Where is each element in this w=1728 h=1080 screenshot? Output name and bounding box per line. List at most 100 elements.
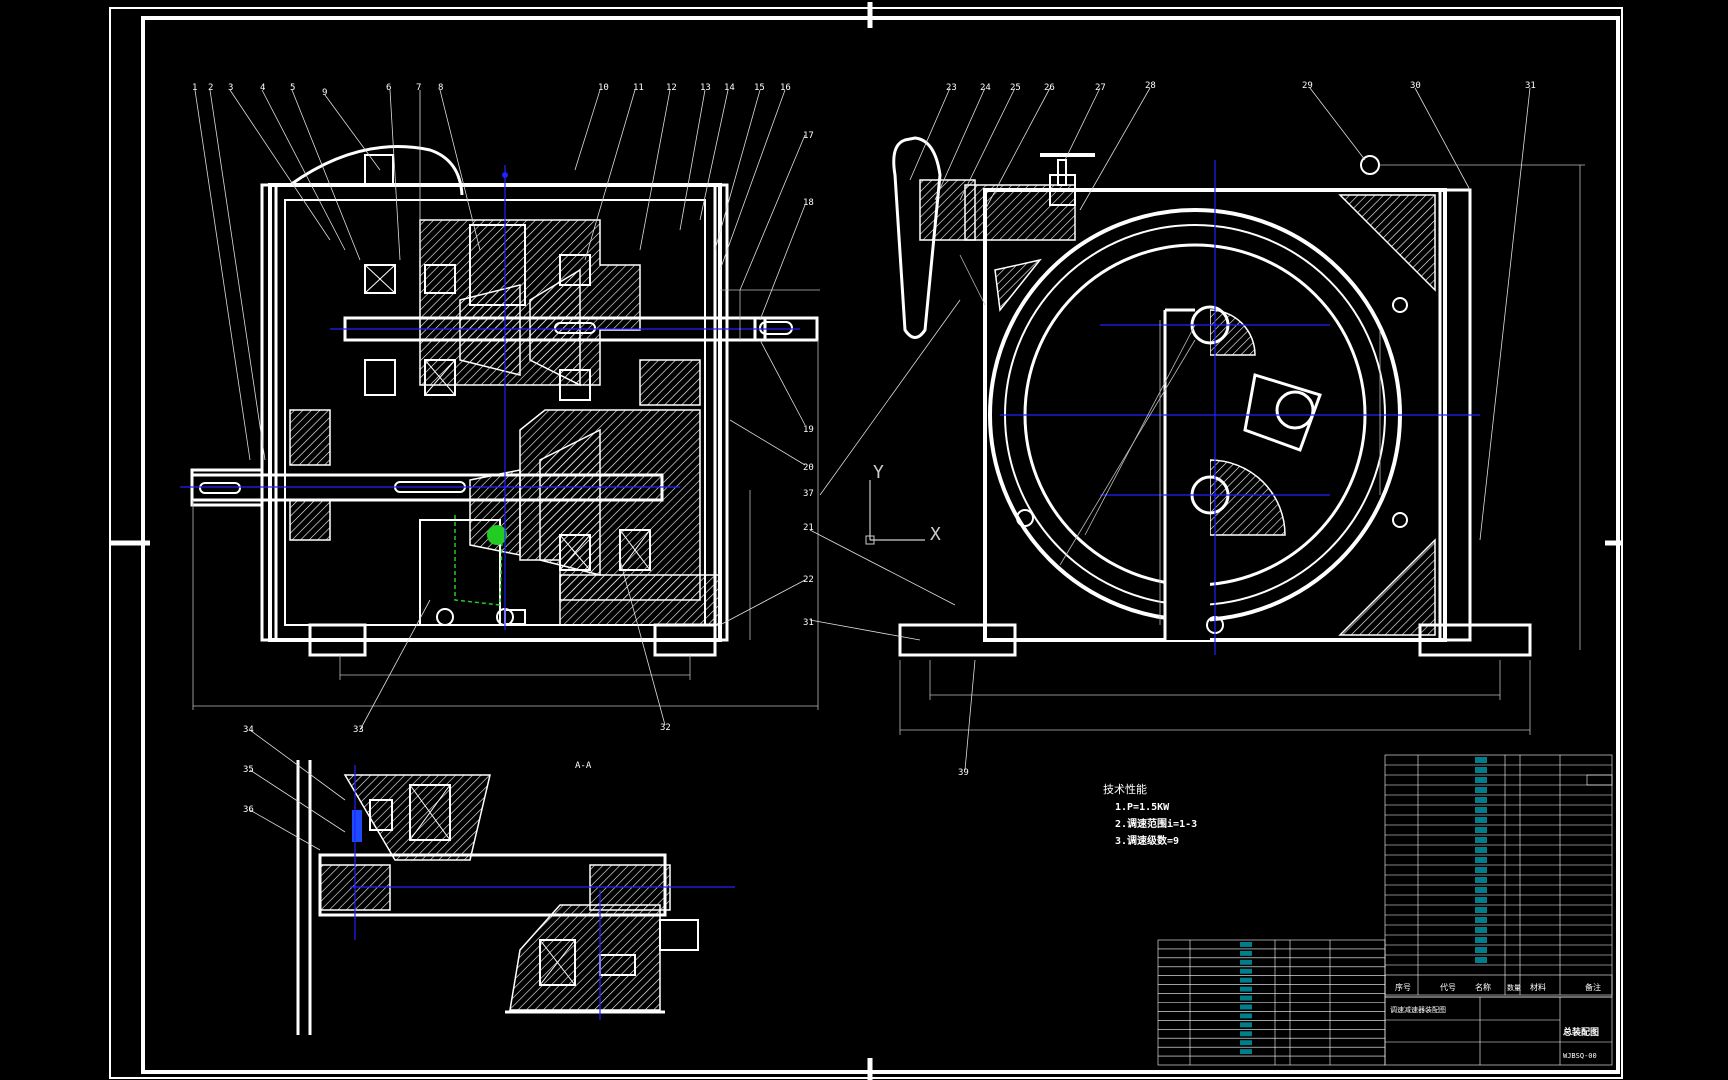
- drawing-border: [109, 2, 1623, 1080]
- tech-title: 技术性能: [1103, 782, 1147, 796]
- tech-line: 1.P=1.5KW: [1115, 802, 1170, 813]
- part-num: 26: [1044, 83, 1055, 93]
- part-num: 36: [243, 805, 254, 815]
- part-numbers-left: 1 2 3 4 5 6 7 8 9 10 11 12 13 14 15 16 1…: [192, 83, 814, 735]
- part-num: 12: [666, 83, 677, 93]
- bom-cell-mark: [1240, 977, 1252, 983]
- bom-cell-mark: [1240, 995, 1252, 1001]
- ucs-y-label: Y: [873, 462, 884, 483]
- bom-cell-mark: [1475, 837, 1487, 843]
- part-num: 28: [1145, 81, 1156, 91]
- ucs-x-label: X: [930, 524, 941, 545]
- part-num: 32: [660, 723, 671, 733]
- part-num: 6: [386, 83, 391, 93]
- part-num: 9: [322, 88, 327, 98]
- part-num: 4: [260, 83, 265, 93]
- bom-cell-mark: [1475, 817, 1487, 823]
- part-num: 8: [438, 83, 443, 93]
- bom-cell-mark: [1240, 959, 1252, 965]
- part-num: 17: [803, 131, 814, 141]
- section-aa-view: A-A 34 35 36: [243, 725, 735, 1035]
- part-num: 5: [290, 83, 295, 93]
- part-num: 15: [754, 83, 765, 93]
- part-num: 35: [243, 765, 254, 775]
- bom-cell-mark: [1475, 767, 1487, 773]
- bom-header: 备注: [1585, 982, 1601, 992]
- part-num: 33: [353, 725, 364, 735]
- bom-cell-mark: [1475, 897, 1487, 903]
- part-num: 31: [803, 618, 814, 628]
- bom-cell-mark: [1475, 877, 1487, 883]
- bom-table: 序号 代号 名称 数量 材料 备注 调速减速器装配图 总装配图 WJBSQ-00: [1157, 754, 1613, 1066]
- title-code: WJBSQ-00: [1563, 1052, 1597, 1060]
- part-num: 31: [1525, 81, 1536, 91]
- part-num: 23: [946, 83, 957, 93]
- section-label: A-A: [575, 761, 592, 771]
- part-num: 39: [958, 768, 969, 778]
- bom-cell-mark: [1475, 757, 1487, 763]
- bom-cell-mark: [1240, 1031, 1252, 1037]
- bom-cell-mark: [1240, 942, 1252, 947]
- bom-cell-mark: [1475, 847, 1487, 853]
- tech-line: 3.调速级数=9: [1115, 834, 1179, 847]
- part-numbers-right: 23 24 25 26 27 28 29 30 31 31 39: [803, 81, 1536, 778]
- bom-cell-mark: [1475, 957, 1487, 963]
- bom-header: 名称: [1475, 982, 1491, 992]
- bom-cell-mark: [1240, 1040, 1252, 1046]
- bom-cell-mark: [1475, 787, 1487, 793]
- bom-cell-mark: [1475, 907, 1487, 913]
- title-name: 总装配图: [1563, 1026, 1599, 1038]
- bom-cell-mark: [1240, 1049, 1252, 1055]
- part-num: 11: [633, 83, 644, 93]
- technical-notes: 技术性能 1.P=1.5KW 2.调速范围i=1-3 3.调速级数=9: [1103, 782, 1197, 847]
- bom-cell-mark: [1240, 1004, 1252, 1010]
- part-num: 37: [803, 489, 814, 499]
- bom-cell-mark: [1475, 827, 1487, 833]
- part-num: 30: [1410, 81, 1421, 91]
- part-num: 18: [803, 198, 814, 208]
- bom-cell-mark: [1475, 797, 1487, 803]
- bom-cell-mark: [1475, 867, 1487, 873]
- leader-lines-left: [194, 89, 806, 731]
- bom-cell-mark: [1475, 887, 1487, 893]
- bom-cell-mark: [1475, 917, 1487, 923]
- bom-cell-mark: [1475, 937, 1487, 943]
- part-num: 14: [724, 83, 735, 93]
- part-num: 34: [243, 725, 254, 735]
- part-num: 21: [803, 523, 814, 533]
- part-num: 16: [780, 83, 791, 93]
- bom-cell-mark: [1475, 777, 1487, 783]
- bom-header: 序号: [1395, 982, 1411, 992]
- bom-cell-mark: [1240, 968, 1252, 974]
- part-num: 3: [228, 83, 233, 93]
- bom-cell-mark: [1240, 1013, 1252, 1019]
- title-desc: 调速减速器装配图: [1390, 1005, 1446, 1014]
- bom-cell-mark: [1240, 950, 1252, 956]
- part-num: 22: [803, 575, 814, 585]
- part-num: 29: [1302, 81, 1313, 91]
- front-section-view: [180, 145, 820, 710]
- bom-cell-mark: [1475, 947, 1487, 953]
- part-num: 13: [700, 83, 711, 93]
- part-num: 19: [803, 425, 814, 435]
- leader-lines-right: [809, 87, 1531, 771]
- part-num: 25: [1010, 83, 1021, 93]
- bom-cell-mark: [1475, 857, 1487, 863]
- tech-line: 2.调速范围i=1-3: [1115, 817, 1197, 830]
- bom-header: 代号: [1440, 982, 1456, 992]
- bom-header: 数量: [1507, 983, 1521, 992]
- part-num: 27: [1095, 83, 1106, 93]
- bom-header: 材料: [1530, 982, 1546, 992]
- bom-cell-mark: [1240, 986, 1252, 992]
- bom-cell-mark: [1475, 927, 1487, 933]
- part-num: 20: [803, 463, 814, 473]
- part-num: 2: [208, 83, 213, 93]
- bom-cell-mark: [1475, 807, 1487, 813]
- part-num: 1: [192, 83, 197, 93]
- part-num: 10: [598, 83, 609, 93]
- bom-cell-mark: [1240, 1022, 1252, 1028]
- part-num: 24: [980, 83, 991, 93]
- part-num: 7: [416, 83, 421, 93]
- side-view: Y X: [865, 136, 1585, 735]
